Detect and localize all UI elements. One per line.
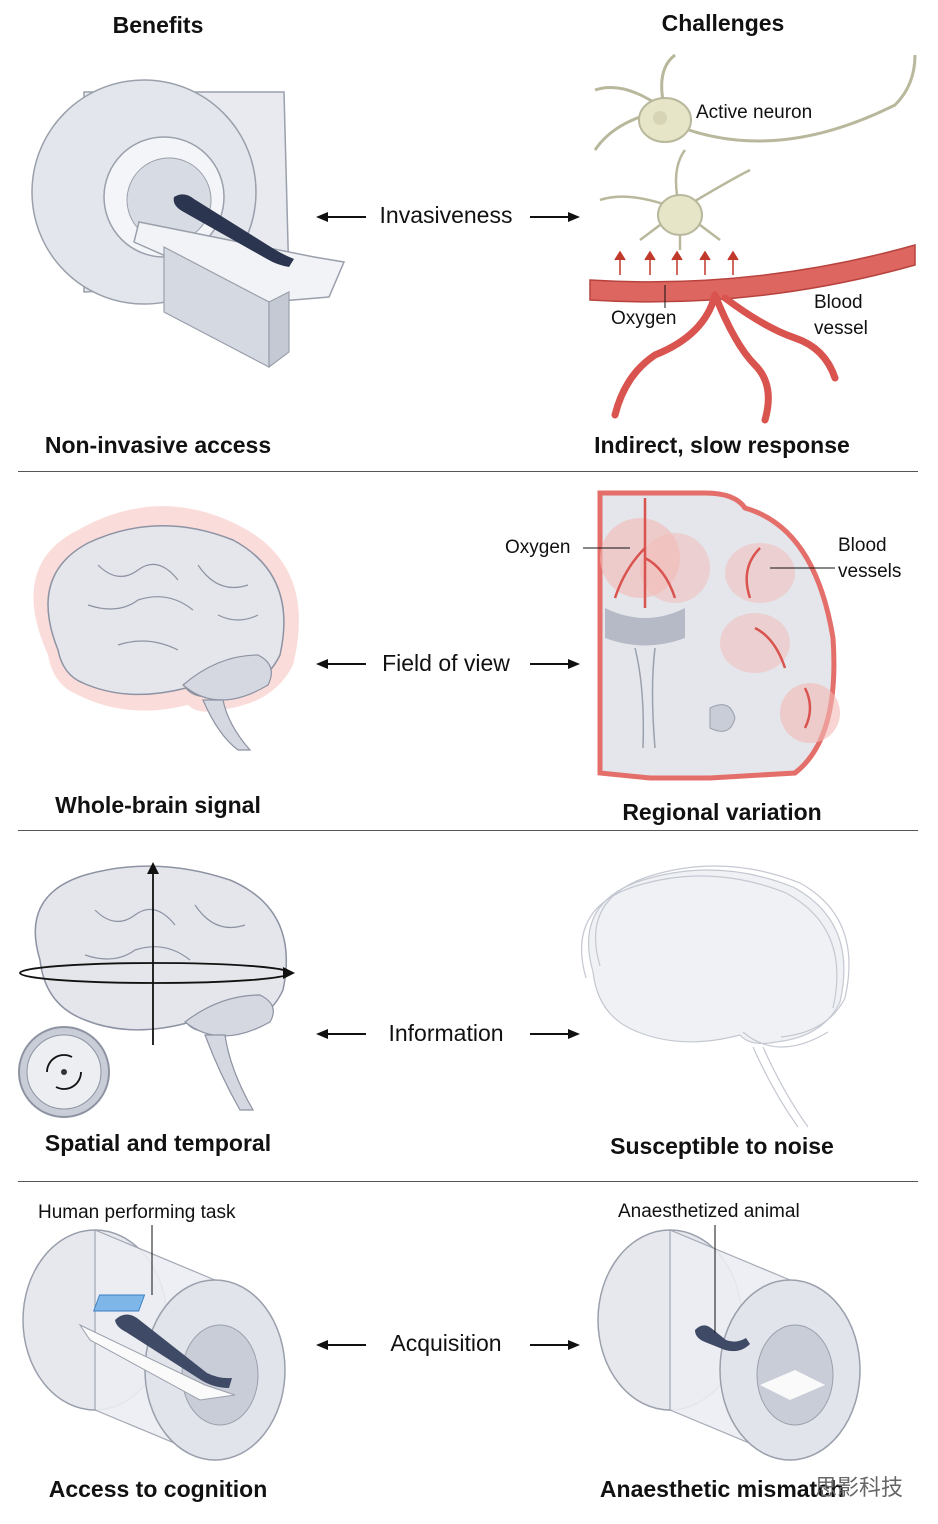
double-arrow [316, 212, 580, 222]
watermark: 思影科技 [815, 1476, 904, 1501]
animal-scanner-illustration [597, 1225, 861, 1461]
indirect-response-caption: Indirect, slow response [594, 432, 850, 458]
whole-brain-illustration [33, 506, 299, 751]
oxygen-label: Oxygen [611, 308, 677, 329]
double-arrow [316, 659, 580, 669]
human-scanner-illustration [22, 1225, 286, 1461]
human-task-label: Human performing task [38, 1202, 236, 1223]
regional-variation-caption: Regional variation [622, 799, 822, 825]
challenges-header: Challenges [661, 10, 785, 36]
blood-vessel-label: Blood vessel [814, 292, 868, 339]
double-arrow [316, 1340, 580, 1350]
whole-brain-caption: Whole-brain signal [55, 792, 261, 818]
anaesthetized-animal-label: Anaesthetized animal [618, 1201, 800, 1222]
field-of-view-label: Field of view [382, 650, 510, 676]
clock-icon [18, 1026, 110, 1118]
susceptible-noise-caption: Susceptible to noise [610, 1133, 834, 1159]
noisy-brain-illustration [581, 865, 850, 1128]
double-arrow [316, 1029, 580, 1039]
brain-coronal-section-illustration [583, 490, 840, 781]
brain-axes-illustration [19, 862, 295, 1111]
acquisition-label: Acquisition [390, 1330, 502, 1356]
information-label: Information [388, 1020, 504, 1046]
row-divider [18, 1181, 918, 1182]
active-neuron-label: Active neuron [696, 102, 813, 123]
benefits-header: Benefits [112, 12, 204, 38]
anaesthetic-mismatch-caption: Anaesthetic mismatch [599, 1476, 845, 1502]
spatial-temporal-caption: Spatial and temporal [44, 1130, 272, 1156]
invasiveness-label: Invasiveness [379, 202, 513, 228]
mri-scanner-illustration [31, 79, 346, 369]
non-invasive-caption: Non-invasive access [44, 432, 272, 458]
blood-vessels-label: Blood vessels [838, 535, 902, 582]
access-cognition-caption: Access to cognition [48, 1476, 268, 1502]
row-divider [18, 471, 918, 472]
neuron-vessel-illustration [589, 53, 917, 424]
row-divider [18, 830, 918, 831]
oxygen-label-2: Oxygen [505, 537, 571, 558]
